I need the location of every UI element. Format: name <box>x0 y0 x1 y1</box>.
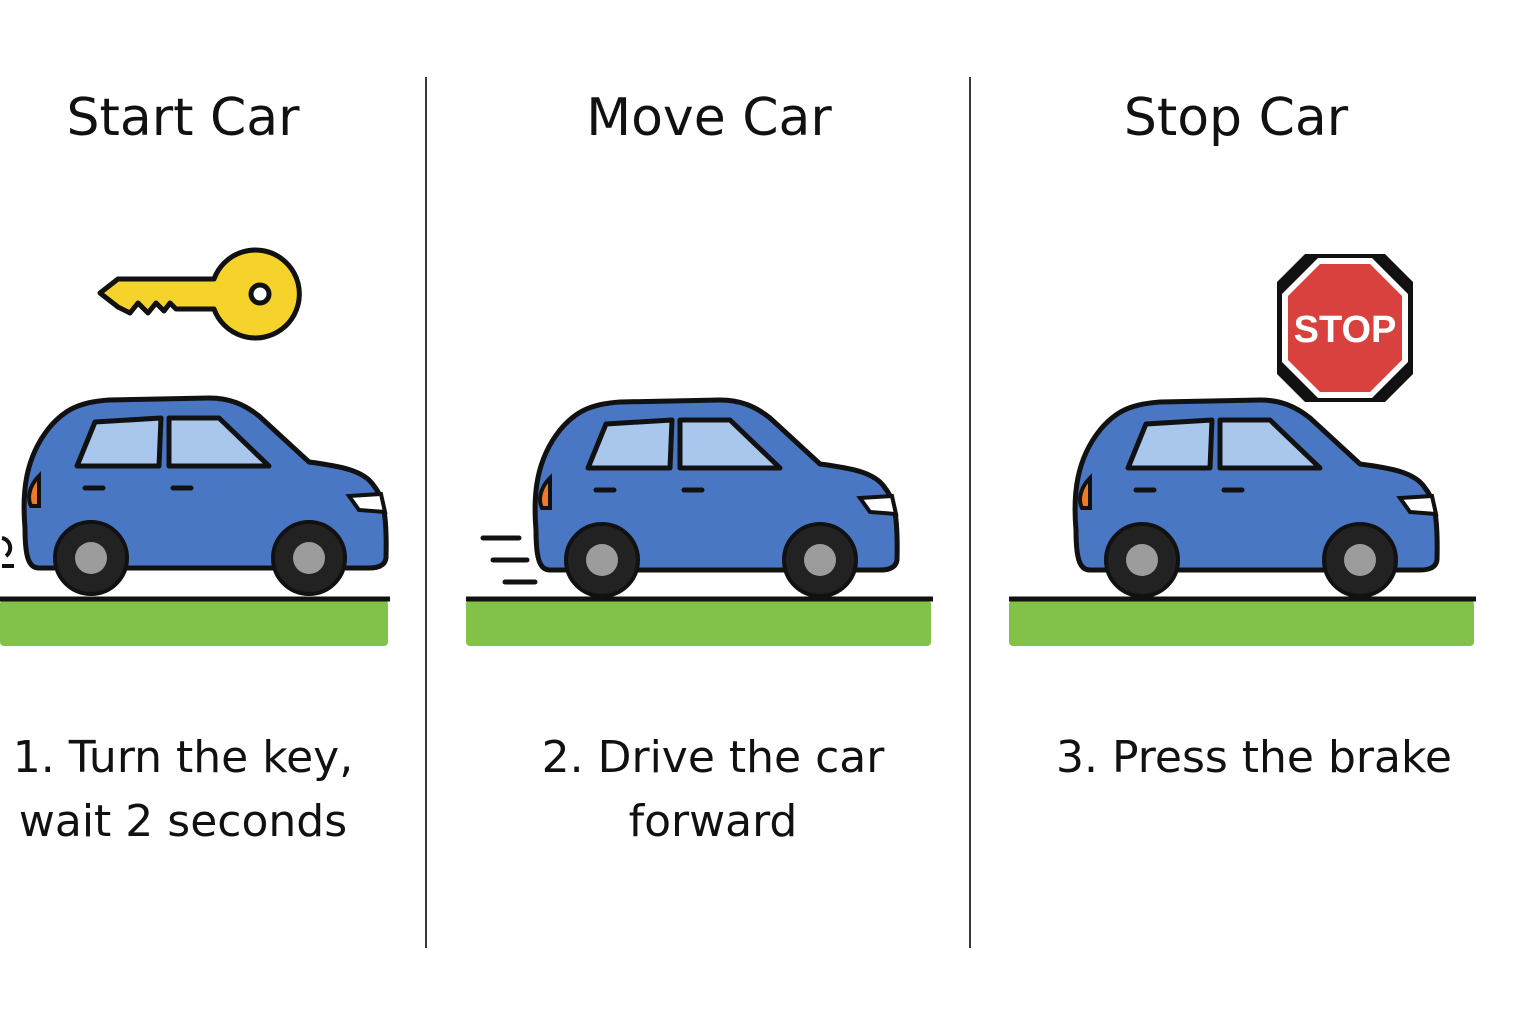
step-panel-move: Move Car 2. Drive the car <box>427 0 971 1024</box>
step-panel-start: Start Car <box>0 0 427 1024</box>
step-panel-stop: Stop Car STOP 3. Press <box>971 0 1536 1024</box>
start-car-illustration <box>0 247 390 646</box>
stop-car-illustration: STOP <box>1009 254 1476 646</box>
step-title: Move Car <box>586 88 832 148</box>
car-icon <box>21 395 389 596</box>
car-icon <box>532 397 900 598</box>
step-caption: 2. Drive the car forward <box>427 726 999 854</box>
stop-sign-icon: STOP <box>1277 254 1413 402</box>
caption-line: 1. Turn the key, <box>12 732 354 783</box>
road-ground <box>1009 596 1476 646</box>
panel-divider <box>425 77 427 948</box>
panel-divider <box>969 77 971 948</box>
road-ground <box>466 596 933 646</box>
road-ground <box>0 596 390 646</box>
step-title: Start Car <box>66 88 300 148</box>
caption-line: forward <box>628 796 798 847</box>
motion-lines-icon <box>480 535 538 585</box>
caption-line: 2. Drive the car <box>541 732 885 783</box>
step-caption: 3. Press the brake <box>971 726 1536 790</box>
step-caption: 1. Turn the key, wait 2 seconds <box>0 726 366 854</box>
exhaust-smoke-icon <box>1 536 14 568</box>
stop-sign-text: STOP <box>1294 309 1397 351</box>
car-key-icon <box>97 247 302 341</box>
caption-line: 3. Press the brake <box>1056 732 1452 783</box>
step-title: Stop Car <box>1123 88 1349 148</box>
caption-line: wait 2 seconds <box>18 796 348 847</box>
move-car-illustration <box>466 397 933 646</box>
car-icon <box>1072 397 1440 598</box>
